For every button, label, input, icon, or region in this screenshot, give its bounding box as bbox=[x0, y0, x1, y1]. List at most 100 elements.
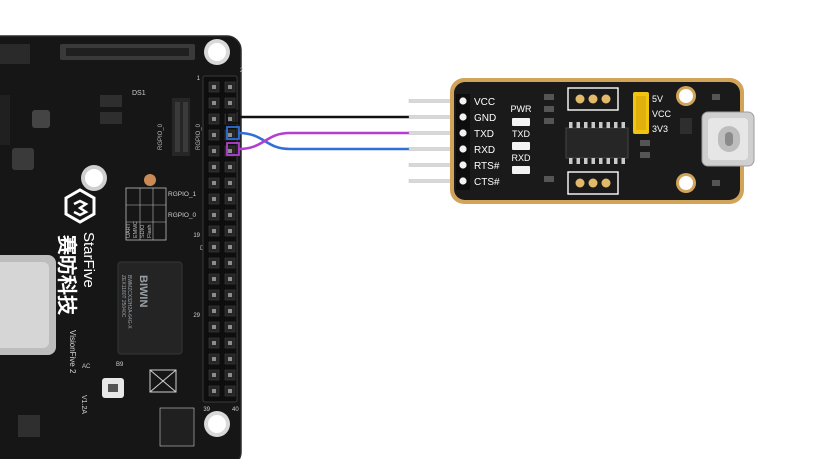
waste-symbol-line bbox=[149, 369, 177, 393]
ic-leg bbox=[614, 122, 618, 128]
pin-29-label: 29 bbox=[193, 313, 200, 319]
starfive-logo-icon bbox=[64, 188, 96, 224]
ic-leg bbox=[576, 122, 580, 128]
chip-line2: ZEX1180T 25040C bbox=[120, 275, 126, 318]
sdio-label: SDIO bbox=[140, 224, 146, 238]
adapter-pin-dot bbox=[459, 97, 467, 105]
uart-ic bbox=[565, 122, 629, 164]
ac-label: AC bbox=[82, 364, 91, 370]
rgpio0-table-label: RGPIO_0 bbox=[168, 212, 197, 219]
ic-leg bbox=[569, 158, 573, 164]
uart-label: UART bbox=[126, 222, 132, 238]
gpio-pin-core bbox=[212, 389, 216, 393]
gpio-pins bbox=[208, 81, 236, 397]
gpio-pin-core bbox=[228, 389, 232, 393]
pad bbox=[588, 178, 598, 188]
component bbox=[32, 110, 50, 128]
rgpio0-label: RGPIO_0 bbox=[158, 123, 164, 150]
adapter-pin-dot bbox=[459, 161, 467, 169]
emmc-chip-body bbox=[117, 261, 183, 355]
gpio-pin-core bbox=[212, 245, 216, 249]
ic-leg bbox=[606, 122, 610, 128]
soc-shield-top bbox=[0, 262, 49, 348]
boot-mode-table: UART EMMC SDIO Flash RGPIO_1 RGPIO_0 bbox=[125, 187, 197, 241]
pad-row-top bbox=[567, 87, 619, 111]
gpio-pin-core bbox=[212, 85, 216, 89]
gpio-pin-core bbox=[212, 341, 216, 345]
gpio-pin-core bbox=[212, 117, 216, 121]
gpio-pin-core bbox=[212, 149, 216, 153]
gpio-pin-core bbox=[228, 181, 232, 185]
smd bbox=[640, 140, 650, 146]
board-version: V1.2A bbox=[80, 395, 87, 414]
smd bbox=[640, 152, 650, 158]
board-model: VisionFive 2 bbox=[68, 330, 77, 374]
adapter-header-pins bbox=[408, 99, 458, 183]
component bbox=[12, 148, 34, 170]
adapter-pin-label: RTS# bbox=[474, 161, 500, 172]
gpio-pin-core bbox=[228, 261, 232, 265]
gpio-pin-core bbox=[228, 325, 232, 329]
visionfive2-board: DS1 RGPIO_0 RGPIO_0 赛昉科技 StarFive Vision… bbox=[0, 35, 244, 464]
led-pwr bbox=[512, 118, 530, 126]
rgpio0-pin-label: RGPIO_0 bbox=[196, 123, 202, 150]
gpio-pin-core bbox=[228, 213, 232, 217]
uart-ic-body bbox=[565, 127, 629, 159]
adapter-pin-dot bbox=[459, 129, 467, 137]
component bbox=[100, 112, 122, 124]
wire-rx-to-txd bbox=[237, 131, 415, 151]
gpio-pin-core bbox=[212, 261, 216, 265]
smd bbox=[712, 180, 720, 186]
adapter-pin-label: VCC bbox=[474, 97, 495, 108]
rgpio1-label: RGPIO_1 bbox=[168, 191, 197, 198]
gpio-pin-core bbox=[228, 101, 232, 105]
top-connector-slot bbox=[66, 48, 189, 56]
gpio-pin-core bbox=[228, 149, 232, 153]
mounting-hole-top-inner bbox=[208, 43, 226, 61]
mounting-hole-bottom-inner bbox=[208, 415, 226, 433]
pad bbox=[601, 178, 611, 188]
adapter-pin-dot bbox=[459, 177, 467, 185]
gpio-pin-core bbox=[228, 245, 232, 249]
ic-leg bbox=[621, 122, 625, 128]
smd bbox=[712, 94, 720, 100]
ic-leg bbox=[599, 122, 603, 128]
gpio-pin-core bbox=[228, 85, 232, 89]
volt-5v-label: 5V bbox=[652, 94, 663, 104]
gpio-pin-core bbox=[212, 229, 216, 233]
ic-leg bbox=[599, 158, 603, 164]
wire-tx-to-rxd bbox=[237, 131, 415, 151]
gpio-pin-core bbox=[228, 197, 232, 201]
ds1-label: DS1 bbox=[132, 90, 146, 97]
starfive-logo bbox=[64, 188, 96, 224]
wires bbox=[237, 115, 415, 151]
pad bbox=[588, 94, 598, 104]
pad bbox=[575, 178, 585, 188]
gpio-pin-core bbox=[212, 197, 216, 201]
voltage-jumper-inner bbox=[636, 96, 646, 130]
pad bbox=[601, 94, 611, 104]
adapter-hole-top-inner bbox=[679, 89, 693, 103]
header-small bbox=[159, 407, 195, 447]
adapter-pin-label: GND bbox=[474, 113, 496, 124]
adapter-hole-bottom-inner bbox=[679, 176, 693, 190]
smd bbox=[544, 94, 554, 100]
pin-2-label: 2 bbox=[240, 68, 244, 74]
table-frame bbox=[125, 187, 167, 241]
adapter-pin-label: CTS# bbox=[474, 177, 500, 188]
led bbox=[144, 174, 156, 186]
gpio-header: 1 2 19 29 39 40 bbox=[193, 68, 244, 413]
gpio-pin-core bbox=[212, 101, 216, 105]
mounting-hole-mid-inner bbox=[85, 169, 103, 187]
pad-row-bottom bbox=[567, 171, 619, 195]
gpio-pin-core bbox=[228, 117, 232, 121]
volt-3v3-label: 3V3 bbox=[652, 124, 668, 134]
header-block-pins bbox=[175, 102, 180, 152]
volt-vcc-label: VCC bbox=[652, 109, 672, 119]
gpio-pin-core bbox=[228, 309, 232, 313]
chip-line1: BWMZCX32H2A-64G-X bbox=[126, 275, 132, 329]
adapter-header-dots bbox=[459, 97, 467, 185]
usb-c-connector bbox=[701, 111, 755, 167]
gpio-pin-core bbox=[228, 373, 232, 377]
pin-39-label: 39 bbox=[203, 407, 210, 413]
